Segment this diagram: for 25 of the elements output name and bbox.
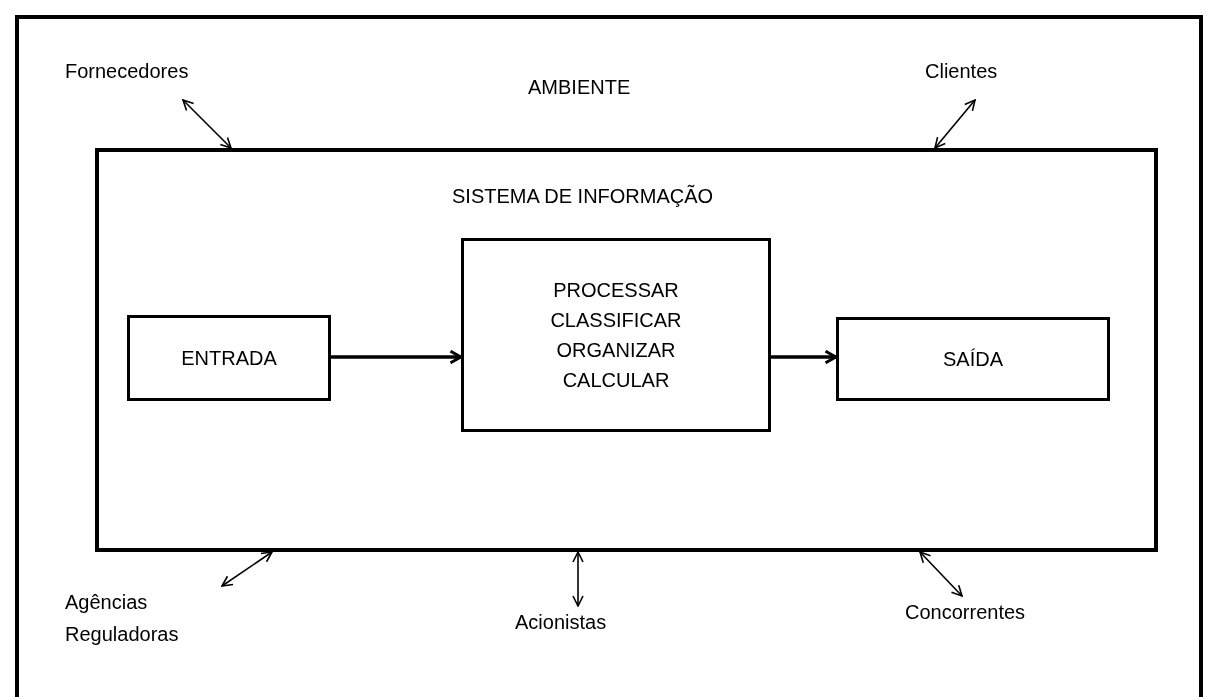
arrow (919, 551, 963, 597)
process-box (461, 238, 771, 432)
arrow (182, 99, 232, 149)
step-text: ORGANIZAR (556, 338, 676, 363)
stakeholder-text: Clientes (925, 59, 999, 84)
step-text: ENTRADA (181, 346, 277, 371)
step-text: PROCESSAR (553, 278, 679, 303)
process-box (127, 315, 331, 401)
arrow (331, 349, 463, 365)
step-text: CLASSIFICAR (550, 308, 682, 333)
arrow (771, 349, 838, 365)
stakeholder-text: Fornecedores (65, 59, 190, 84)
process-box (836, 317, 1110, 401)
step-text: SAÍDA (943, 347, 1003, 372)
step-text: CALCULAR (562, 368, 670, 393)
system-box (95, 148, 1158, 552)
arrow (572, 551, 584, 607)
arrow (221, 551, 273, 587)
stakeholder-text: Agências Reguladoras (65, 590, 180, 647)
system-title: SISTEMA DE INFORMAÇÃO (452, 183, 714, 209)
environment-title: AMBIENTE (528, 75, 631, 100)
stakeholder-text: Concorrentes (905, 600, 1027, 625)
environment-frame (15, 15, 1203, 697)
stakeholder-text: Acionistas (515, 610, 608, 635)
arrow (934, 99, 976, 149)
